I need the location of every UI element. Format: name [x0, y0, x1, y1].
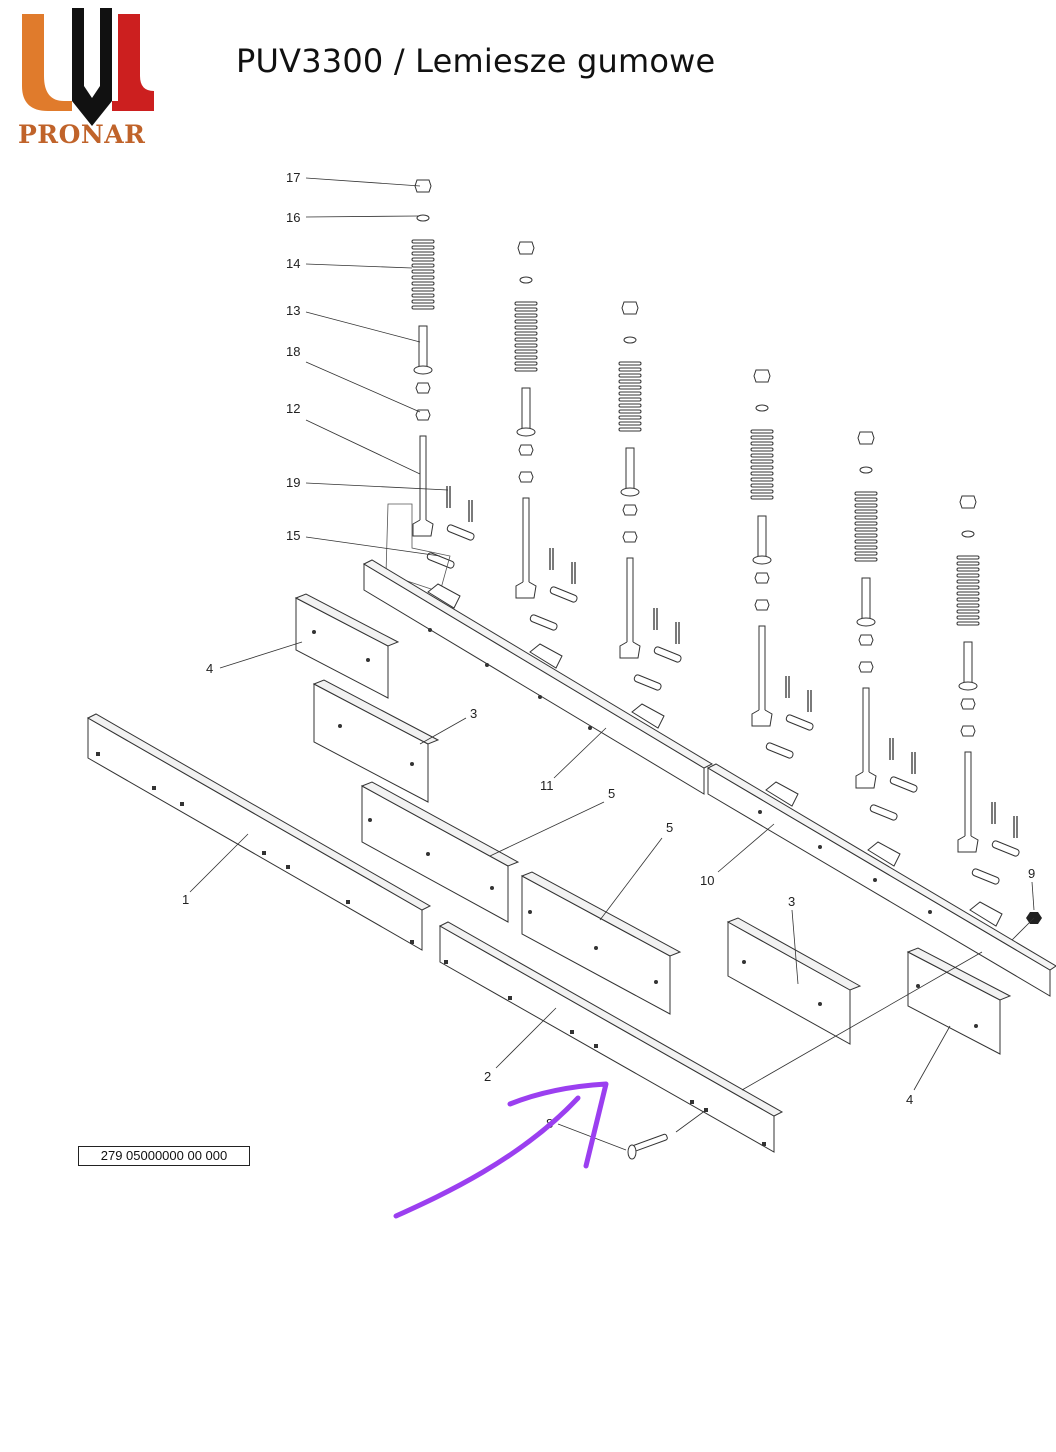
part-label-2: 2 — [484, 1069, 491, 1084]
leader-lines — [189, 177, 1035, 1151]
spring-assembly-4 — [751, 370, 814, 759]
spring-assembly-1 — [412, 180, 475, 569]
assembly-guide-lines — [675, 917, 1035, 1133]
part-label-14: 14 — [286, 256, 300, 271]
part-label-15: 15 — [286, 528, 300, 543]
part-label-18: 18 — [286, 344, 300, 359]
logo-red-shape — [112, 14, 154, 111]
rubber-block-5-right — [520, 871, 682, 1015]
part-label-9: 9 — [1028, 866, 1035, 881]
part-label-5-right: 5 — [666, 820, 673, 835]
part-label-5-left: 5 — [608, 786, 615, 801]
document-number: 279 05000000 00 000 — [78, 1146, 250, 1166]
part-label-13: 13 — [286, 303, 300, 318]
part-label-4-left: 4 — [206, 661, 213, 676]
rubber-block-4-right — [906, 947, 1012, 1055]
part-label-3-left: 3 — [470, 706, 477, 721]
part-label-19: 19 — [286, 475, 300, 490]
part-label-3-right: 3 — [788, 894, 795, 909]
part-label-10: 10 — [700, 873, 714, 888]
mounting-plate-10 — [706, 763, 1056, 997]
mounting-plate-11 — [362, 559, 714, 795]
part-label-17: 17 — [286, 170, 300, 185]
spring-assembly-5 — [855, 432, 918, 821]
angle-bar-1 — [86, 713, 432, 951]
part-label-16: 16 — [286, 210, 300, 225]
spring-assembly-3 — [619, 302, 682, 691]
rubber-block-4-left — [294, 593, 400, 699]
bolt-8 — [627, 1133, 668, 1160]
part-label-11: 11 — [540, 778, 554, 793]
part-label-4-right: 4 — [906, 1092, 913, 1107]
part-label-12: 12 — [286, 401, 300, 416]
rubber-block-3-left — [312, 679, 440, 803]
angle-bar-2 — [438, 921, 784, 1153]
spring-assembly-6 — [957, 496, 1020, 885]
rubber-block-5-left — [360, 781, 520, 923]
brand-name: PRONAR — [18, 120, 146, 149]
part-label-1: 1 — [182, 892, 189, 907]
pronar-logo — [22, 8, 154, 126]
spring-assembly-2 — [515, 242, 578, 631]
logo-orange-shape — [22, 14, 72, 111]
annotation-arrow — [393, 1081, 609, 1219]
logo-black-shape — [72, 8, 112, 126]
page-title: PUV3300 / Lemiesze gumowe — [236, 42, 716, 80]
rubber-block-3-right — [726, 917, 862, 1045]
